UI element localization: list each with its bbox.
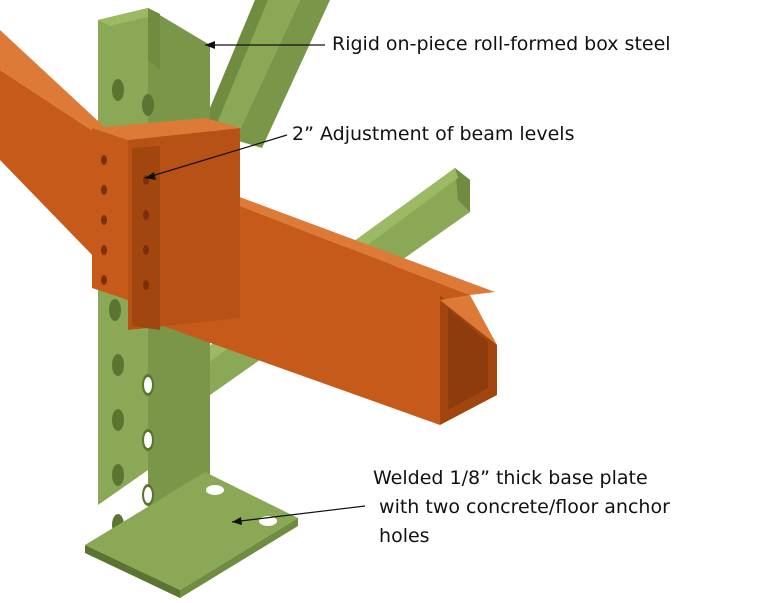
beam-connector bbox=[92, 118, 240, 330]
diagonal-brace bbox=[205, 0, 330, 148]
callout-base-line-3: holes bbox=[373, 525, 430, 547]
leader-lines bbox=[144, 44, 366, 523]
anchor-hole-1 bbox=[206, 485, 224, 495]
leader-adjust bbox=[144, 134, 288, 179]
base-plate bbox=[85, 472, 298, 598]
leader-arrowheads bbox=[145, 41, 242, 525]
leader-base bbox=[231, 505, 366, 523]
callout-beam-adjustment: 2” Adjustment of beam levels bbox=[292, 123, 575, 145]
callout-base-line-1: Welded 1/8” thick base plate bbox=[373, 467, 648, 489]
callout-base-line-2: with two concrete/floor anchor bbox=[373, 496, 670, 518]
callout-base-plate: Welded 1/8” thick base plate with two co… bbox=[373, 464, 670, 551]
callout-rigid-box-steel: Rigid on-piece roll-formed box steel bbox=[332, 33, 671, 55]
